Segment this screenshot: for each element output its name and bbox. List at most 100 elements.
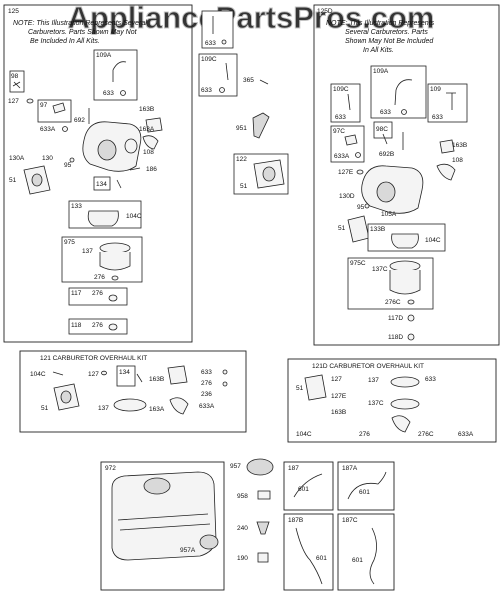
label-51-mid: 51 — [240, 183, 248, 190]
label-108: 108 — [143, 149, 154, 156]
part-186-leader — [129, 167, 141, 171]
label-104c: 104C — [126, 213, 142, 220]
label-97: 97 — [40, 102, 48, 109]
part-108-d-icon — [436, 163, 456, 181]
part-276-icon — [111, 275, 119, 281]
label-186: 186 — [146, 166, 157, 173]
label-137c-kd: 137C — [368, 400, 384, 407]
group-972-frame — [100, 461, 225, 591]
part-127-icon — [26, 98, 34, 104]
note-1-line-2: Carburetors. Parts Shown May Not — [28, 29, 138, 36]
part-163b-gasket — [145, 117, 163, 133]
part-109a-d-linkage — [394, 79, 413, 106]
label-187b: 187B — [288, 517, 303, 524]
part-957-cap — [246, 458, 274, 476]
label-98: 98 — [11, 73, 19, 80]
part-98-screw — [12, 81, 21, 89]
part-975c-bowl — [389, 270, 421, 295]
part-51-kd-gasket — [304, 374, 327, 401]
label-118: 118 — [71, 322, 82, 329]
label-163b-kd: 163B — [331, 409, 346, 416]
label-633a-d: 633A — [334, 153, 350, 160]
part-187a-box — [337, 461, 395, 511]
part-122-hole — [262, 166, 276, 182]
part-190-icon — [257, 552, 269, 563]
part-633-top-icon — [221, 39, 227, 45]
group-125-frame — [3, 4, 193, 343]
label-51-k: 51 — [41, 405, 49, 412]
part-109c-box — [198, 53, 238, 97]
label-276c: 276C — [385, 299, 401, 306]
label-109c: 109C — [201, 56, 217, 63]
part-109-box — [427, 83, 468, 123]
label-951: 951 — [236, 125, 247, 132]
part-109a-d-box — [370, 65, 427, 119]
part-187c-hose — [369, 527, 377, 585]
part-97-icon — [52, 102, 66, 114]
part-137-k-gasket — [113, 398, 147, 412]
part-95-d-icon — [364, 203, 370, 209]
label-957: 957 — [230, 463, 241, 470]
group-125d: 125D NOTE: This Illustration Represents … — [313, 4, 500, 346]
label-633-a: 633 — [103, 90, 114, 97]
part-134-k-box — [116, 365, 136, 387]
part-117d-icon — [407, 314, 415, 322]
label-125d: 125D — [317, 8, 333, 15]
label-236-k: 236 — [201, 391, 212, 398]
part-187c-box — [337, 513, 395, 591]
label-118d: 118D — [388, 334, 403, 341]
fuel-tank-ribs — [117, 513, 211, 531]
part-134-k-needle — [136, 373, 143, 383]
part-633-icon-a — [120, 90, 126, 96]
group-972: 972 957A — [100, 461, 225, 591]
part-187-hose — [293, 473, 323, 498]
fuel-lines: 187 601 187A 601 187B 601 187C 601 — [283, 461, 395, 591]
watermark-text: AppliancePartsPros.com — [68, 0, 435, 35]
group-125d-frame — [313, 4, 500, 346]
label-108-d: 108 — [452, 157, 463, 164]
label-109: 109 — [430, 86, 441, 93]
note-2-line-3: Shown May Not Be Included — [345, 38, 434, 45]
part-365-screw — [259, 79, 269, 85]
part-98c-screw — [382, 133, 388, 145]
part-118d-icon — [407, 333, 415, 341]
label-633-d1: 633 — [380, 109, 391, 116]
label-127e-kd: 127E — [331, 393, 347, 400]
label-163b-k: 163B — [149, 376, 164, 383]
note-1-line-3: Be Included In All Kits. — [30, 38, 100, 45]
part-109c-d-icon — [347, 93, 351, 111]
part-137-gasket — [99, 242, 131, 254]
carburetor-bore-125 — [97, 139, 117, 161]
part-187b-hose — [295, 527, 323, 585]
part-109c-d-box — [330, 83, 361, 123]
part-118-icon — [108, 323, 118, 331]
part-163a-k-icon — [169, 397, 189, 415]
label-97c: 97C — [333, 128, 345, 135]
part-187-box — [283, 461, 334, 511]
label-365: 365 — [243, 77, 254, 84]
note-2-line-1: NOTE: This Illustration Represents — [326, 20, 435, 27]
note-2-line-4: In All Kits. — [363, 47, 394, 54]
label-163a-k: 163A — [149, 406, 165, 413]
kit-121d-title: 121D CARBURETOR OVERHAUL KIT — [312, 363, 424, 370]
kit-121: 121 CARBURETOR OVERHAUL KIT 104C 127 134… — [19, 350, 247, 433]
part-137c-kd-gasket — [390, 398, 420, 410]
label-601-d: 601 — [352, 557, 363, 564]
part-127e-icon — [356, 169, 364, 175]
kit-121d: 121D CARBURETOR OVERHAUL KIT 51 127 127E… — [287, 358, 497, 443]
kit-121d-frame — [287, 358, 497, 443]
part-137c-gasket — [389, 260, 421, 272]
label-276-k: 276 — [201, 380, 212, 387]
label-51-d: 51 — [338, 225, 346, 232]
label-633-kd: 633 — [425, 376, 436, 383]
label-137: 137 — [82, 248, 93, 255]
part-104c-k-icon — [52, 371, 64, 376]
part-633-k-icon — [222, 369, 228, 375]
label-127: 127 — [8, 98, 19, 105]
label-187a: 187A — [342, 465, 358, 472]
label-633-d2: 633 — [335, 114, 346, 121]
label-276-kd: 276 — [359, 431, 370, 438]
label-95-d: 95 — [357, 204, 365, 211]
part-163b-d-gasket — [439, 139, 455, 154]
